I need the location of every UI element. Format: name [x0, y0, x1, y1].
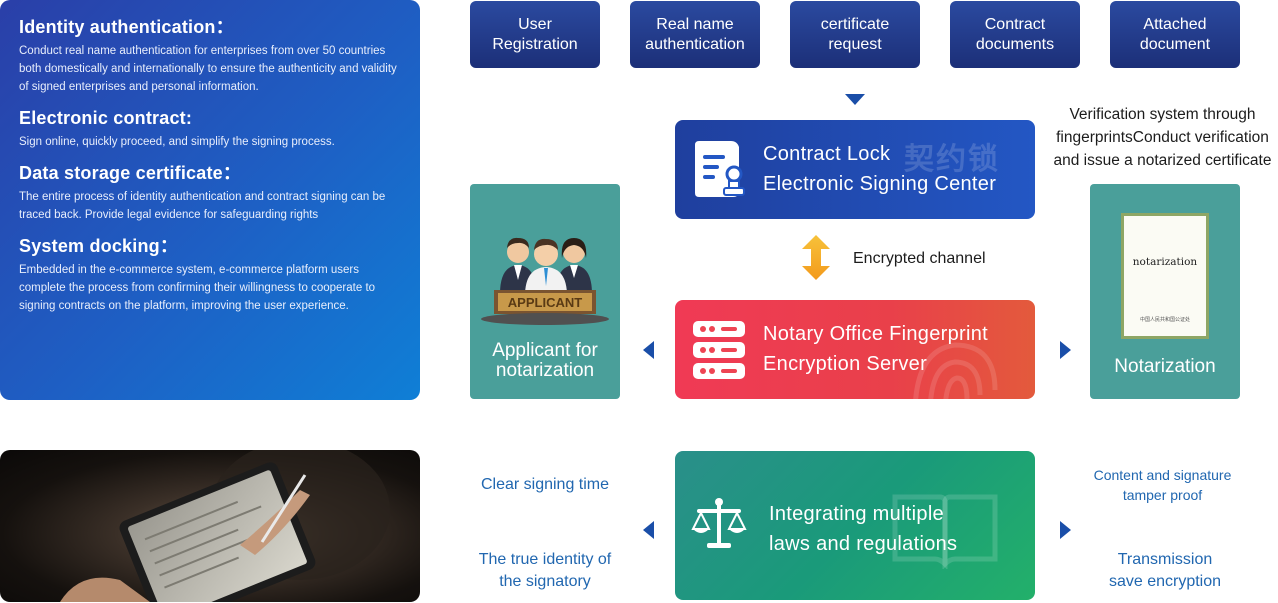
arrow-right-icon	[1060, 521, 1071, 539]
applicant-label: Applicant for notarization	[470, 341, 620, 381]
info-title: Data storage certificate：	[19, 163, 242, 183]
notarization-certificate: notarization 中国人民共和国公证处	[1121, 213, 1209, 339]
info-text: The entire process of identity authentic…	[19, 191, 386, 221]
book-watermark-icon	[892, 494, 998, 569]
step-real-name-authentication: Real name authentication	[630, 1, 760, 68]
step-label: certificate	[820, 15, 890, 33]
info-block-contract: Electronic contract: Sign online, quickl…	[19, 105, 402, 151]
tablet-signing-photo	[0, 450, 420, 602]
notary-server-card: Notary Office Fingerprint Encryption Ser…	[675, 300, 1035, 399]
verification-note: Verification system through fingerprints…	[1050, 103, 1275, 172]
note-line: tamper proof	[1122, 487, 1203, 503]
server-icon	[693, 321, 745, 379]
arrow-left-icon	[643, 521, 654, 539]
step-attached-document: Attached document	[1110, 1, 1240, 68]
applicant-box: APPLICANT Applicant for notarization	[470, 184, 620, 399]
tamper-proof-note: Content and signature tamper proof	[1085, 465, 1240, 505]
card-title-line: Encryption Server	[763, 353, 928, 375]
step-label: Attached	[1143, 15, 1207, 33]
note-line: save encryption	[1108, 573, 1222, 590]
info-title: Identity authentication：	[19, 17, 234, 37]
applicants-icon: APPLICANT	[481, 237, 609, 325]
bidirectional-arrow-icon	[802, 235, 830, 280]
signatory-identity-note: The true identity of the signatory	[465, 549, 625, 593]
info-title: System docking：	[19, 236, 179, 256]
contract-seal-icon	[693, 141, 747, 199]
info-text: Conduct real name authentication for ent…	[19, 45, 397, 93]
card-title-line: laws and regulations	[769, 533, 958, 555]
signing-center-card: 契约锁 Contract Lock Electronic Signing Cen…	[675, 120, 1035, 219]
step-label: User	[518, 15, 552, 33]
info-title: Electronic contract:	[19, 108, 193, 128]
step-label: document	[1139, 35, 1211, 53]
note-line: and issue a notarized certificate	[1053, 152, 1272, 169]
transmission-encryption-note: Transmission save encryption	[1090, 549, 1240, 593]
arrow-left-icon	[643, 341, 654, 359]
certificate-footer: 中国人民共和国公证处	[1139, 317, 1190, 323]
step-label: Registration	[492, 35, 578, 53]
laws-regulations-card: Integrating multiple laws and regulation…	[675, 451, 1035, 600]
step-label: request	[828, 35, 882, 53]
step-label: Real name	[656, 15, 734, 33]
step-label: documents	[975, 35, 1055, 53]
notary-server-title: Notary Office Fingerprint Encryption Ser…	[763, 319, 988, 379]
step-contract-documents: Contract documents	[950, 1, 1080, 68]
applicant-sign-text: APPLICANT	[508, 295, 582, 310]
step-label: authentication	[645, 35, 745, 53]
scales-of-justice-icon	[691, 497, 747, 553]
tablet-illustration	[60, 450, 390, 602]
arrow-right-icon	[1060, 341, 1071, 359]
arrow-down-icon	[845, 94, 865, 105]
laws-card-title: Integrating multiple laws and regulation…	[769, 499, 957, 559]
info-block-identity: Identity authentication： Conduct real na…	[19, 14, 402, 96]
info-block-storage: Data storage certificate： The entire pro…	[19, 160, 402, 224]
info-block-docking: System docking： Embedded in the e-commer…	[19, 233, 402, 315]
encrypted-channel-label: Encrypted channel	[853, 250, 986, 267]
note-line: Transmission	[1117, 551, 1213, 568]
signing-center-title: Contract Lock Electronic Signing Center	[763, 139, 996, 199]
note-line: Content and signature	[1093, 467, 1232, 483]
clear-signing-time-note: Clear signing time	[480, 476, 610, 493]
label-line: Applicant for	[492, 340, 598, 361]
fingerprint-watermark-icon	[913, 342, 998, 399]
brand-watermark: 契约锁	[904, 143, 1000, 176]
card-title-line: Electronic Signing Center	[763, 173, 997, 195]
note-line: The true identity of	[478, 551, 612, 568]
info-text: Sign online, quickly proceed, and simpli…	[19, 136, 335, 148]
step-certificate-request: certificate request	[790, 1, 920, 68]
label-line: notarization	[495, 360, 595, 381]
card-title-line: Notary Office Fingerprint	[763, 323, 988, 345]
feature-info-panel: Identity authentication： Conduct real na…	[0, 0, 420, 400]
note-line: Verification system through	[1069, 106, 1256, 123]
step-label: Contract	[984, 15, 1046, 33]
notarization-label: Notarization	[1114, 356, 1216, 377]
card-title-line: Integrating multiple	[769, 503, 944, 525]
certificate-title: notarization	[1132, 256, 1198, 268]
note-line: fingerprintsConduct verification	[1056, 129, 1269, 146]
notarization-box: notarization 中国人民共和国公证处 Notarization	[1090, 184, 1240, 399]
card-title-line: Contract Lock	[763, 143, 891, 165]
note-line: the signatory	[499, 573, 591, 590]
info-text: Embedded in the e-commerce system, e-com…	[19, 264, 376, 312]
